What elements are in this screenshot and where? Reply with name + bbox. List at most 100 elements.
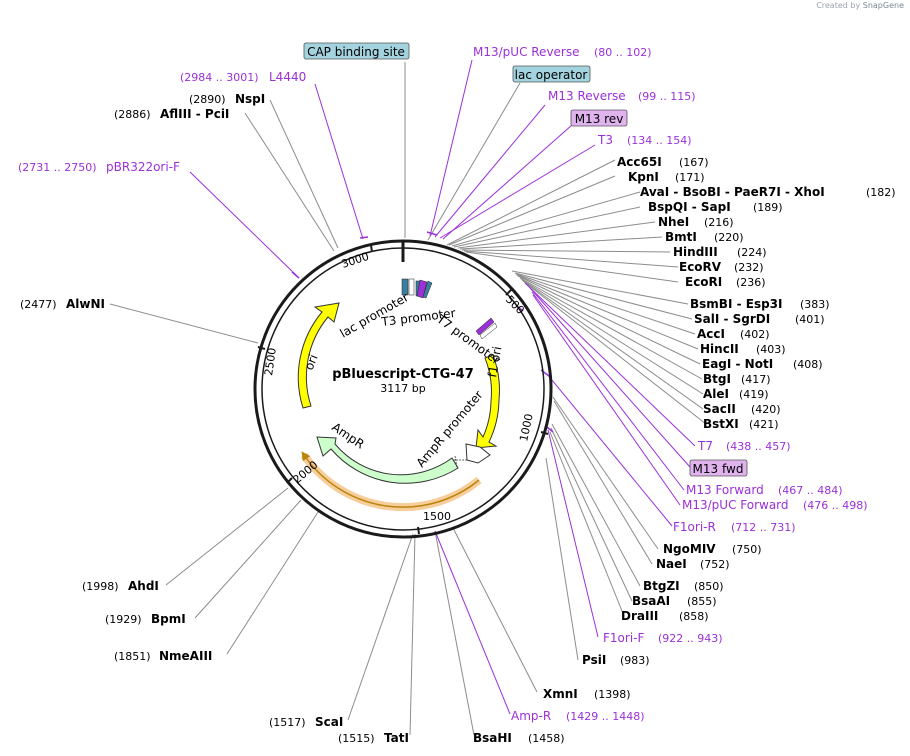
enzyme-label-ngomiv[interactable]: NgoMIV(750) xyxy=(663,542,762,556)
svg-text:BsaAI: BsaAI xyxy=(632,594,670,608)
svg-text:T3: T3 xyxy=(597,133,613,147)
tick-label-1000: 1000 xyxy=(517,413,536,443)
enzyme-label-eagi-noti[interactable]: EagI - NotI(408) xyxy=(702,357,823,371)
t7-promoter-block[interactable] xyxy=(475,317,495,336)
connector-lines xyxy=(109,59,707,736)
enzyme-label-bstxi[interactable]: BstXI(421) xyxy=(703,417,779,431)
features xyxy=(297,278,500,484)
ampr-promoter-feature-arrow[interactable] xyxy=(465,443,491,464)
svg-text:(401): (401) xyxy=(795,313,825,326)
enzyme-label-psii[interactable]: PsiI(983) xyxy=(582,653,650,667)
enzyme-label-bsahi[interactable]: BsaHI(1458) xyxy=(473,731,565,745)
enzyme-label-hindiii[interactable]: HindIII(224) xyxy=(673,245,767,259)
lac-promoter-block[interactable] xyxy=(408,278,415,296)
cap-binding-site-block[interactable] xyxy=(401,278,409,296)
enzyme-label-scai[interactable]: (1517) ScaI xyxy=(269,715,343,729)
primer-label-f1ori-f[interactable]: F1ori-F (922 .. 943) xyxy=(603,631,723,645)
enzyme-label-bsmbi-esp3i[interactable]: BsmBI - Esp3I(383) xyxy=(690,297,830,311)
svg-text:L4440: L4440 xyxy=(269,70,306,84)
primer-label-m13-forward[interactable]: M13 Forward (467 .. 484) xyxy=(686,483,843,497)
svg-text:(922 .. 943): (922 .. 943) xyxy=(658,632,723,645)
svg-text:EagI - NotI: EagI - NotI xyxy=(702,357,773,371)
enzyme-label-bmti[interactable]: BmtI(220) xyxy=(665,230,744,244)
enzyme-label-bspqi-sapi[interactable]: BspQI - SapI(189) xyxy=(648,200,783,214)
m13-rev-block[interactable] xyxy=(416,279,428,299)
ori-feature-arrow[interactable] xyxy=(297,302,340,409)
primer-label-t3[interactable]: T3 (134 .. 154) xyxy=(597,133,692,147)
enzyme-label-sali-sgrdi[interactable]: SalI - SgrDI(401) xyxy=(694,312,825,326)
tick-label-1500: 1500 xyxy=(423,510,451,523)
svg-text:M13/pUC Forward: M13/pUC Forward xyxy=(682,498,789,512)
enzyme-label-bsaai[interactable]: BsaAI(855) xyxy=(632,594,717,608)
svg-text:NaeI: NaeI xyxy=(656,557,687,571)
enzyme-label-btgzi[interactable]: BtgZI (850) xyxy=(643,579,724,593)
enzyme-label-nmeaiii[interactable]: (1851)NmeAIII xyxy=(114,649,212,663)
primer-label-m13-puc-reverse[interactable]: M13/pUC Reverse (80 .. 102) xyxy=(473,45,652,59)
enzyme-label-xmni[interactable]: XmnI(1398) xyxy=(543,687,631,701)
enzyme-label-bpmi[interactable]: (1929)BpmI xyxy=(105,612,186,626)
svg-text:(99 .. 115): (99 .. 115) xyxy=(638,90,696,103)
svg-text:(1851): (1851) xyxy=(114,650,151,663)
primer-label-m13-reverse[interactable]: M13 Reverse (99 .. 115) xyxy=(548,89,696,103)
enzyme-label-ecorv[interactable]: EcoRV(232) xyxy=(679,260,764,274)
svg-text:(1517): (1517) xyxy=(269,716,306,729)
enzyme-label-ecori[interactable]: EcoRI(236) xyxy=(685,275,766,289)
enzyme-label-avai-bsobi-paer7i-xhoi[interactable]: AvaI - BsoBI - PaeR7I - XhoI(182) xyxy=(640,185,896,199)
svg-text:(2731 .. 2750): (2731 .. 2750) xyxy=(18,161,97,174)
primer-label-pbr322ori-f[interactable]: (2731 .. 2750) pBR322ori-F xyxy=(18,160,180,174)
svg-text:(2890): (2890) xyxy=(189,93,226,106)
svg-text:(2477): (2477) xyxy=(20,298,57,311)
svg-text:(216): (216) xyxy=(704,216,734,229)
primer-label-f1ori-r[interactable]: F1ori-R (712 .. 731) xyxy=(673,520,796,534)
svg-text:ScaI: ScaI xyxy=(315,715,343,729)
svg-text:AlwNI: AlwNI xyxy=(66,297,105,311)
ampr-feature-arrow[interactable] xyxy=(316,436,459,484)
svg-text:EcoRV: EcoRV xyxy=(679,260,722,274)
primer-label-l4440[interactable]: (2984 .. 3001) L4440 xyxy=(180,70,306,84)
svg-text:M13 Forward: M13 Forward xyxy=(686,483,764,497)
svg-text:F1ori-R: F1ori-R xyxy=(673,520,716,534)
cap-binding-site-label[interactable]: CAP binding site xyxy=(303,42,410,60)
enzyme-label-nspi[interactable]: (2890)NspI xyxy=(189,92,265,106)
primer-label-m13-puc-forward[interactable]: M13/pUC Forward (476 .. 498) xyxy=(682,498,868,512)
tick-label-500: 500 xyxy=(503,293,527,317)
svg-text:BtgZI: BtgZI xyxy=(643,579,680,593)
enzyme-label-tati[interactable]: (1515)TatI xyxy=(338,731,409,745)
credit-prefix: Created by xyxy=(816,1,861,10)
enzyme-label-acc65i[interactable]: Acc65I(167) xyxy=(617,155,709,169)
svg-text:(850): (850) xyxy=(694,580,724,593)
enzyme-label-sacii[interactable]: SacII(420) xyxy=(703,402,781,416)
svg-text:HincII: HincII xyxy=(700,342,739,356)
svg-text:NheI: NheI xyxy=(658,215,689,229)
m13-rev-label[interactable]: M13 rev xyxy=(570,109,628,127)
enzyme-label-afliii-pcii[interactable]: (2886)AflIII - PciI xyxy=(114,107,229,121)
svg-text:AvaI - BsoBI - PaeR7I - XhoI: AvaI - BsoBI - PaeR7I - XhoI xyxy=(640,185,825,199)
svg-text:M13 fwd: M13 fwd xyxy=(693,462,744,476)
primer-label-amp-r[interactable]: Amp-R (1429 .. 1448) xyxy=(511,709,645,723)
svg-text:BspQI - SapI: BspQI - SapI xyxy=(648,200,731,214)
svg-text:(403): (403) xyxy=(756,343,786,356)
svg-text:(983): (983) xyxy=(620,654,650,667)
enzyme-label-alwni[interactable]: (2477) AlwNI xyxy=(20,297,105,311)
svg-text:(467 .. 484): (467 .. 484) xyxy=(778,484,843,497)
svg-text:(134 .. 154): (134 .. 154) xyxy=(627,134,692,147)
svg-text:(752): (752) xyxy=(700,558,730,571)
primer-label-t7[interactable]: T7 (438 .. 457) xyxy=(697,439,791,453)
svg-text:BmtI: BmtI xyxy=(665,230,697,244)
svg-text:(419): (419) xyxy=(739,388,769,401)
enzyme-label-alei[interactable]: AleI(419) xyxy=(703,387,769,401)
enzyme-label-kpni[interactable]: KpnI(171) xyxy=(628,170,705,184)
m13-fwd-label[interactable]: M13 fwd xyxy=(689,459,748,477)
enzyme-label-draiii[interactable]: DraIII(858) xyxy=(621,609,709,623)
ampr-highlight-arc xyxy=(300,451,482,512)
enzyme-label-nhei[interactable]: NheI (216) xyxy=(658,215,734,229)
enzyme-label-btgi[interactable]: BtgI(417) xyxy=(703,372,771,386)
enzyme-label-acci[interactable]: AccI(402) xyxy=(697,327,770,341)
svg-text:(858): (858) xyxy=(679,610,709,623)
enzyme-label-naei[interactable]: NaeI (752) xyxy=(656,557,730,571)
svg-text:(2984 .. 3001): (2984 .. 3001) xyxy=(180,71,259,84)
svg-text:(402): (402) xyxy=(740,328,770,341)
enzyme-label-ahdi[interactable]: (1998)AhdI xyxy=(82,579,159,593)
lac-operator-label[interactable]: lac operator xyxy=(512,65,591,83)
enzyme-label-hincii[interactable]: HincII (403) xyxy=(700,342,786,356)
